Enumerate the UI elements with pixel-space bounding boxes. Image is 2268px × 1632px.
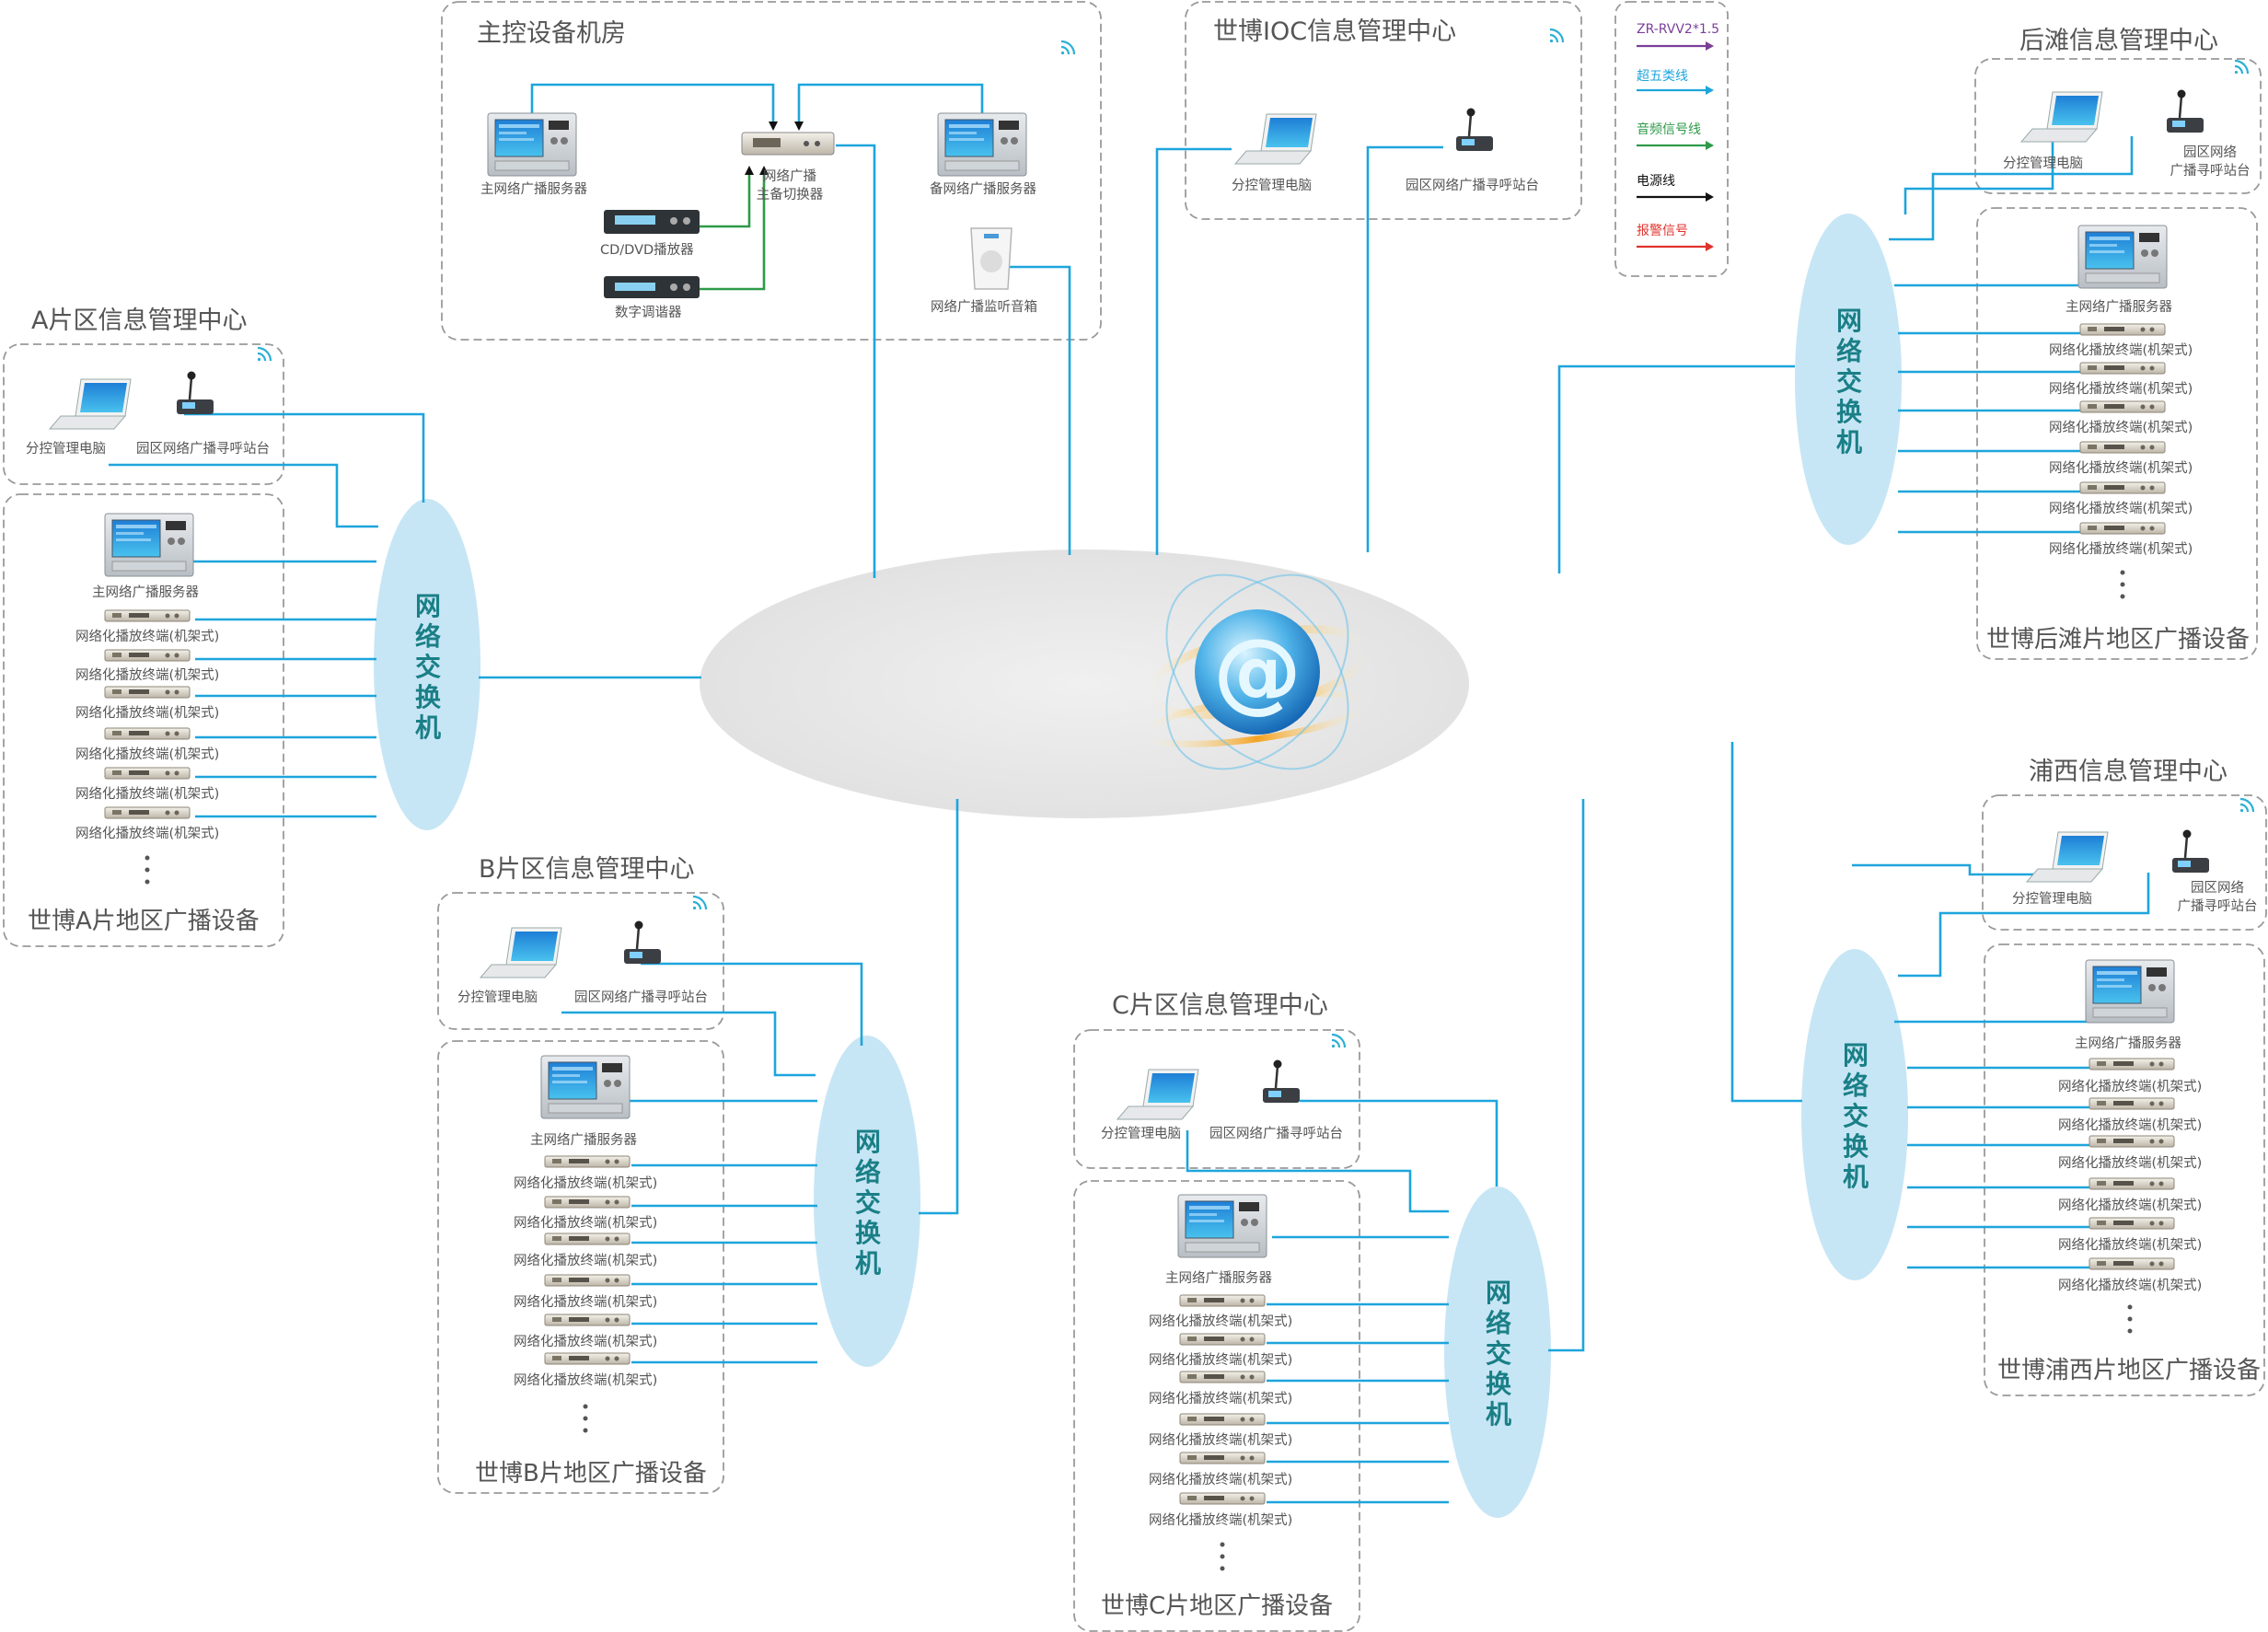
puxi-terminal-label: 网络化播放终端(机架式) (2058, 1118, 2203, 1133)
switch-ellipses (374, 214, 1908, 1518)
puxi-footer: 世博浦西片地区广播设备 (1997, 1357, 2262, 1384)
zone-b-terminal-label: 网络化播放终端(机架式) (514, 1254, 658, 1268)
zone-c-server-label: 主网络广播服务器 (1165, 1271, 1272, 1286)
zone-c-title: C片区信息管理中心 (1112, 991, 1328, 1020)
zone-c-footer: 世博C片地区广播设备 (1101, 1592, 1334, 1620)
zone-b-terminal-label: 网络化播放终端(机架式) (514, 1216, 658, 1231)
puxi-terminal-label: 网络化播放终端(机架式) (2058, 1156, 2203, 1171)
houtan-terminal-label: 网络化播放终端(机架式) (2049, 542, 2193, 557)
houtan-paging-label: 园区网络 广播寻呼站台 (2170, 145, 2251, 179)
zone-b-footer: 世博B片地区广播设备 (475, 1460, 707, 1487)
zone-a-terminal-label: 网络化播放终端(机架式) (75, 668, 220, 683)
houtan-terminal-label: 网络化播放终端(机架式) (2049, 502, 2193, 516)
ioc-title: 世博IOC信息管理中心 (1213, 17, 1457, 46)
zone-a-switch: 网络交换机 (415, 591, 442, 743)
audio-arrows (745, 122, 804, 175)
puxi-terminal-label: 网络化播放终端(机架式) (2058, 1238, 2203, 1253)
zone-c-terminal-label: 网络化播放终端(机架式) (1149, 1433, 1293, 1448)
legend-power: 电源线 (1637, 174, 1675, 189)
houtan-terminal-label: 网络化播放终端(机架式) (2049, 343, 2193, 358)
master-room-title: 主控设备机房 (477, 19, 626, 48)
zone-b-terminal-label: 网络化播放终端(机架式) (514, 1176, 658, 1191)
legend-alarm: 报警信号 (1637, 224, 1688, 238)
houtan-switch: 网络交换机 (1836, 306, 1863, 457)
zone-a-terminal-label: 网络化播放终端(机架式) (75, 706, 220, 721)
tuner-label: 数字调谐器 (615, 306, 682, 320)
svg-text:@: @ (1213, 619, 1302, 723)
houtan-footer: 世博后滩片地区广播设备 (1986, 626, 2251, 654)
zone-c-terminal-label: 网络化播放终端(机架式) (1149, 1513, 1293, 1528)
puxi-terminal-label: 网络化播放终端(机架式) (2058, 1198, 2203, 1213)
zone-b-title: B片区信息管理中心 (479, 855, 695, 884)
legend-rvv: ZR-RVV2*1.5 (1637, 22, 1720, 37)
dvd-label: CD/DVD播放器 (600, 243, 694, 258)
legend-swatches (1637, 41, 1714, 251)
zone-b-paging-label: 园区网络广播寻呼站台 (574, 990, 708, 1005)
puxi-pc-label: 分控管理电脑 (2012, 892, 2092, 907)
houtan-title: 后滩信息管理中心 (2019, 27, 2218, 55)
zone-a-paging-label: 园区网络广播寻呼站台 (136, 442, 270, 457)
puxi-terminal-label: 网络化播放终端(机架式) (2058, 1279, 2203, 1293)
zone-c-pc-label: 分控管理电脑 (1101, 1127, 1181, 1141)
puxi-terminal-label: 网络化播放终端(机架式) (2058, 1080, 2203, 1094)
switcher-label: 网络广播 主备切换器 (756, 169, 824, 203)
houtan-terminal-label: 网络化播放终端(机架式) (2049, 421, 2193, 435)
legend-audio: 音频信号线 (1637, 122, 1701, 137)
zone-c-paging-label: 园区网络广播寻呼站台 (1209, 1127, 1343, 1141)
audio-cables (698, 171, 766, 291)
zone-a-pc-label: 分控管理电脑 (26, 442, 106, 457)
puxi-server-label: 主网络广播服务器 (2075, 1036, 2181, 1051)
zone-b-terminal-label: 网络化播放终端(机架式) (514, 1335, 658, 1349)
zone-b-switch: 网络交换机 (855, 1127, 882, 1279)
legend-cat5e: 超五类线 (1637, 69, 1688, 84)
internet-at-icon: @ (1141, 573, 1371, 770)
zone-b-terminal-label: 网络化播放终端(机架式) (514, 1373, 658, 1388)
zone-c-terminal-label: 网络化播放终端(机架式) (1149, 1473, 1293, 1487)
zone-c-switch: 网络交换机 (1486, 1278, 1512, 1429)
device-icons (49, 88, 2211, 1505)
zone-c-terminal-label: 网络化播放终端(机架式) (1149, 1353, 1293, 1368)
zone-a-title: A片区信息管理中心 (31, 307, 248, 335)
core-network-ellipse (700, 550, 1469, 818)
backup-server-label: 备网络广播服务器 (930, 182, 1036, 197)
zone-a-terminal-label: 网络化播放终端(机架式) (75, 630, 220, 644)
puxi-paging-label: 园区网络 广播寻呼站台 (2177, 881, 2258, 914)
puxi-title: 浦西信息管理中心 (2029, 758, 2228, 786)
zone-a-server-label: 主网络广播服务器 (92, 585, 199, 600)
zone-a-terminal-label: 网络化播放终端(机架式) (75, 827, 220, 841)
network-cables (109, 83, 2150, 1504)
zone-a-terminal-label: 网络化播放终端(机架式) (75, 747, 220, 762)
zone-b-terminal-label: 网络化播放终端(机架式) (514, 1295, 658, 1310)
monitor-speaker-label: 网络广播监听音箱 (931, 300, 1037, 315)
houtan-server-label: 主网络广播服务器 (2066, 300, 2172, 315)
zone-a-footer: 世博A片地区广播设备 (28, 908, 260, 935)
more-dots (145, 570, 2133, 1571)
zone-a-terminal-label: 网络化播放终端(机架式) (75, 787, 220, 802)
houtan-terminal-label: 网络化播放终端(机架式) (2049, 382, 2193, 397)
houtan-terminal-label: 网络化播放终端(机架式) (2049, 461, 2193, 476)
houtan-pc-label: 分控管理电脑 (2003, 156, 2083, 171)
zone-b-server-label: 主网络广播服务器 (530, 1133, 637, 1148)
zone-b-pc-label: 分控管理电脑 (457, 990, 538, 1005)
ioc-pc-label: 分控管理电脑 (1232, 179, 1312, 193)
zone-c-terminal-label: 网络化播放终端(机架式) (1149, 1314, 1293, 1329)
ioc-paging-label: 园区网络广播寻呼站台 (1406, 179, 1539, 193)
puxi-switch: 网络交换机 (1843, 1040, 1869, 1192)
master-server-label: 主网络广播服务器 (480, 182, 587, 197)
zone-c-terminal-label: 网络化播放终端(机架式) (1149, 1392, 1293, 1406)
